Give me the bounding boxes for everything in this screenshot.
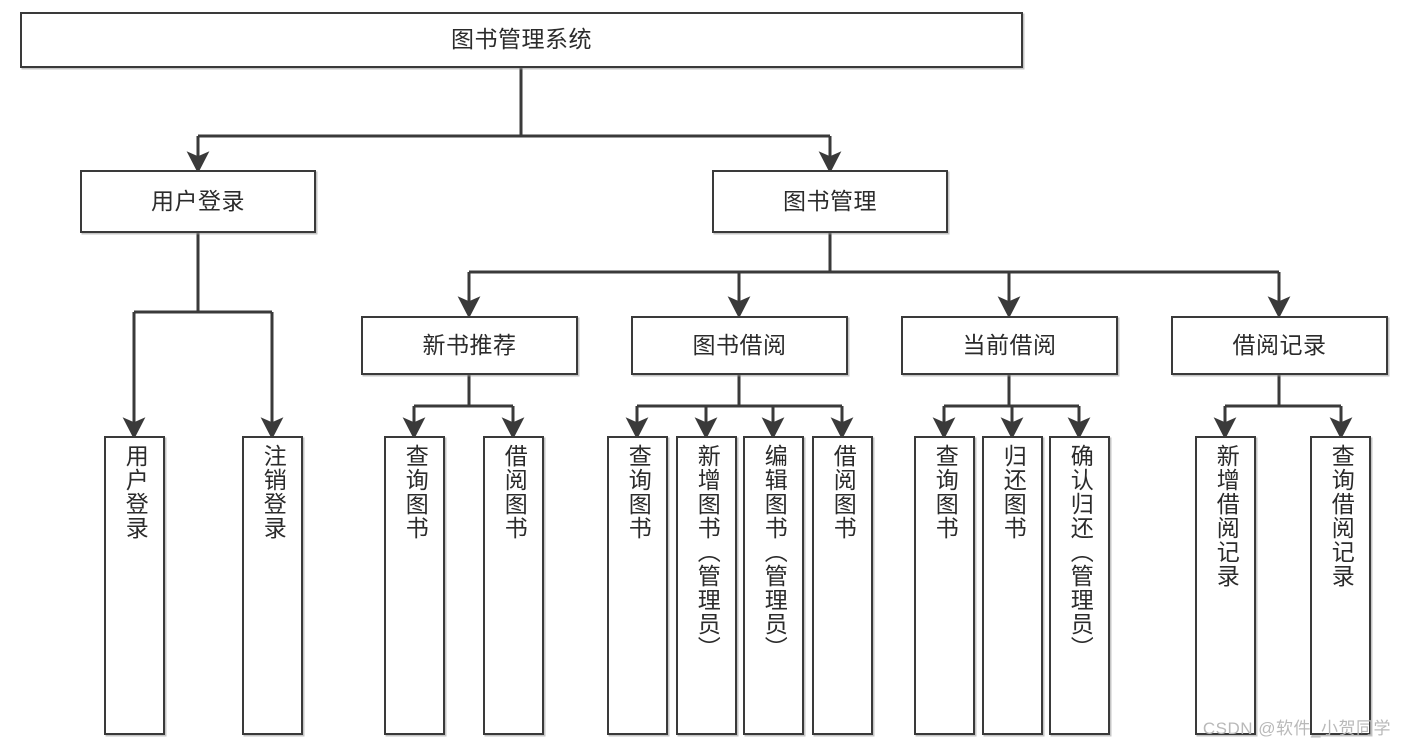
node-leaf-return-book-label: 归还图书 — [1000, 444, 1027, 540]
node-root-label: 图书管理系统 — [451, 26, 592, 53]
node-leaf-return-book[interactable]: 归还图书 — [982, 436, 1043, 735]
node-leaf-borrow-book-2-label: 借阅图书 — [830, 444, 857, 540]
node-user-login[interactable]: 用户登录 — [80, 170, 316, 233]
node-leaf-confirm-return-label: 确认归还（管理员） — [1067, 444, 1094, 660]
node-leaf-query-book-3[interactable]: 查询图书 — [914, 436, 975, 735]
node-leaf-logout-label: 注销登录 — [260, 444, 287, 540]
node-leaf-query-book-1-label: 查询图书 — [402, 444, 429, 540]
node-leaf-confirm-return[interactable]: 确认归还（管理员） — [1049, 436, 1110, 735]
node-leaf-query-record-label: 查询借阅记录 — [1328, 444, 1355, 588]
node-borrow-record[interactable]: 借阅记录 — [1171, 316, 1388, 375]
node-current-borrow-label: 当前借阅 — [962, 331, 1057, 358]
node-leaf-borrow-book-2[interactable]: 借阅图书 — [812, 436, 873, 735]
node-leaf-borrow-book-1-label: 借阅图书 — [501, 444, 528, 540]
node-leaf-query-record[interactable]: 查询借阅记录 — [1310, 436, 1371, 735]
node-leaf-add-record[interactable]: 新增借阅记录 — [1195, 436, 1256, 735]
node-leaf-query-book-2[interactable]: 查询图书 — [607, 436, 668, 735]
node-user-login-label: 用户登录 — [151, 187, 245, 214]
node-leaf-borrow-book-1[interactable]: 借阅图书 — [483, 436, 544, 735]
node-leaf-add-book-label: 新增图书（管理员） — [694, 444, 721, 660]
node-root[interactable]: 图书管理系统 — [20, 12, 1023, 68]
node-book-manage[interactable]: 图书管理 — [712, 170, 948, 233]
node-leaf-query-book-1[interactable]: 查询图书 — [384, 436, 445, 735]
node-leaf-query-book-3-label: 查询图书 — [932, 444, 959, 540]
node-leaf-logout[interactable]: 注销登录 — [242, 436, 303, 735]
node-leaf-add-record-label: 新增借阅记录 — [1213, 444, 1240, 588]
node-book-manage-label: 图书管理 — [783, 187, 877, 214]
node-leaf-query-book-2-label: 查询图书 — [625, 444, 652, 540]
csdn-watermark: CSDN @软件_小贺同学 — [1202, 719, 1391, 738]
node-new-book-rec-label: 新书推荐 — [422, 331, 517, 358]
node-new-book-rec[interactable]: 新书推荐 — [361, 316, 578, 375]
node-leaf-edit-book-label: 编辑图书（管理员） — [761, 444, 788, 660]
node-book-borrow[interactable]: 图书借阅 — [631, 316, 848, 375]
node-leaf-edit-book[interactable]: 编辑图书（管理员） — [743, 436, 804, 735]
node-leaf-user-login-label: 用户登录 — [122, 444, 149, 540]
node-leaf-add-book[interactable]: 新增图书（管理员） — [676, 436, 737, 735]
node-leaf-user-login[interactable]: 用户登录 — [104, 436, 165, 735]
node-borrow-record-label: 借阅记录 — [1232, 331, 1327, 358]
node-book-borrow-label: 图书借阅 — [692, 331, 787, 358]
node-current-borrow[interactable]: 当前借阅 — [901, 316, 1118, 375]
